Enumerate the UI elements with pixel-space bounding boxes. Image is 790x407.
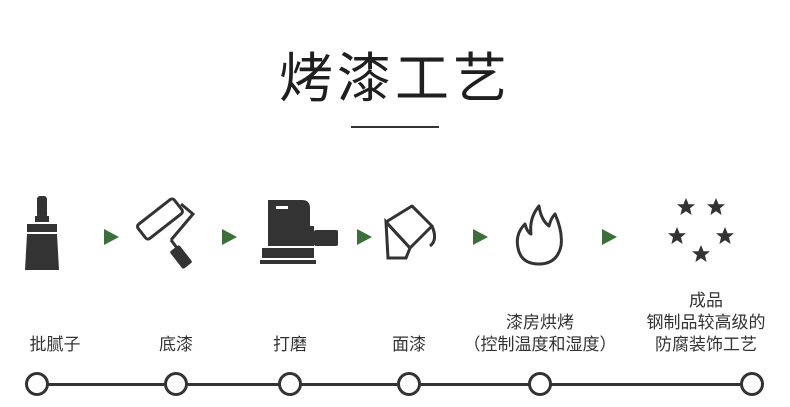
- timeline-node: [25, 372, 49, 396]
- page-title: 烤漆工艺: [279, 47, 511, 110]
- paintbrush-icon: [25, 196, 59, 270]
- timeline-node: [740, 372, 764, 396]
- title-underline: [351, 126, 439, 128]
- timeline-node: [528, 372, 552, 396]
- timeline-line: [37, 383, 752, 386]
- paint-bucket-icon: [384, 204, 437, 260]
- arrow-icon: [357, 229, 372, 245]
- timeline-node: [278, 372, 302, 396]
- flame-icon: [515, 204, 563, 266]
- arrow-icon: [473, 229, 488, 245]
- arrow-icon: [602, 229, 617, 245]
- step-label-primer: 底漆: [159, 335, 193, 355]
- paint-roller-icon: [136, 197, 196, 269]
- arrow-icon: [222, 229, 237, 245]
- step-label-finished-line2: 钢制品较高级的: [646, 313, 766, 333]
- step-label-baking-line1: 漆房烘烤: [506, 313, 574, 333]
- step-label-finished-line3: 防腐装饰工艺: [655, 335, 757, 355]
- step-label-baking: 漆房烘烤 （控制温度和湿度）: [464, 312, 617, 356]
- step-label-topcoat: 面漆: [392, 335, 426, 355]
- stars-icon: [668, 198, 734, 262]
- timeline-node: [397, 372, 421, 396]
- step-label-finished: 成品 钢制品较高级的 防腐装饰工艺: [647, 290, 766, 356]
- timeline-node: [164, 372, 188, 396]
- step-label-finished-line1: 成品: [689, 291, 723, 311]
- step-label-sanding: 打磨: [273, 335, 307, 355]
- sander-icon: [260, 200, 338, 264]
- arrow-icon: [104, 229, 119, 245]
- step-label-baking-line2: （控制温度和湿度）: [463, 335, 617, 355]
- step-label-puttying: 批腻子: [29, 335, 81, 355]
